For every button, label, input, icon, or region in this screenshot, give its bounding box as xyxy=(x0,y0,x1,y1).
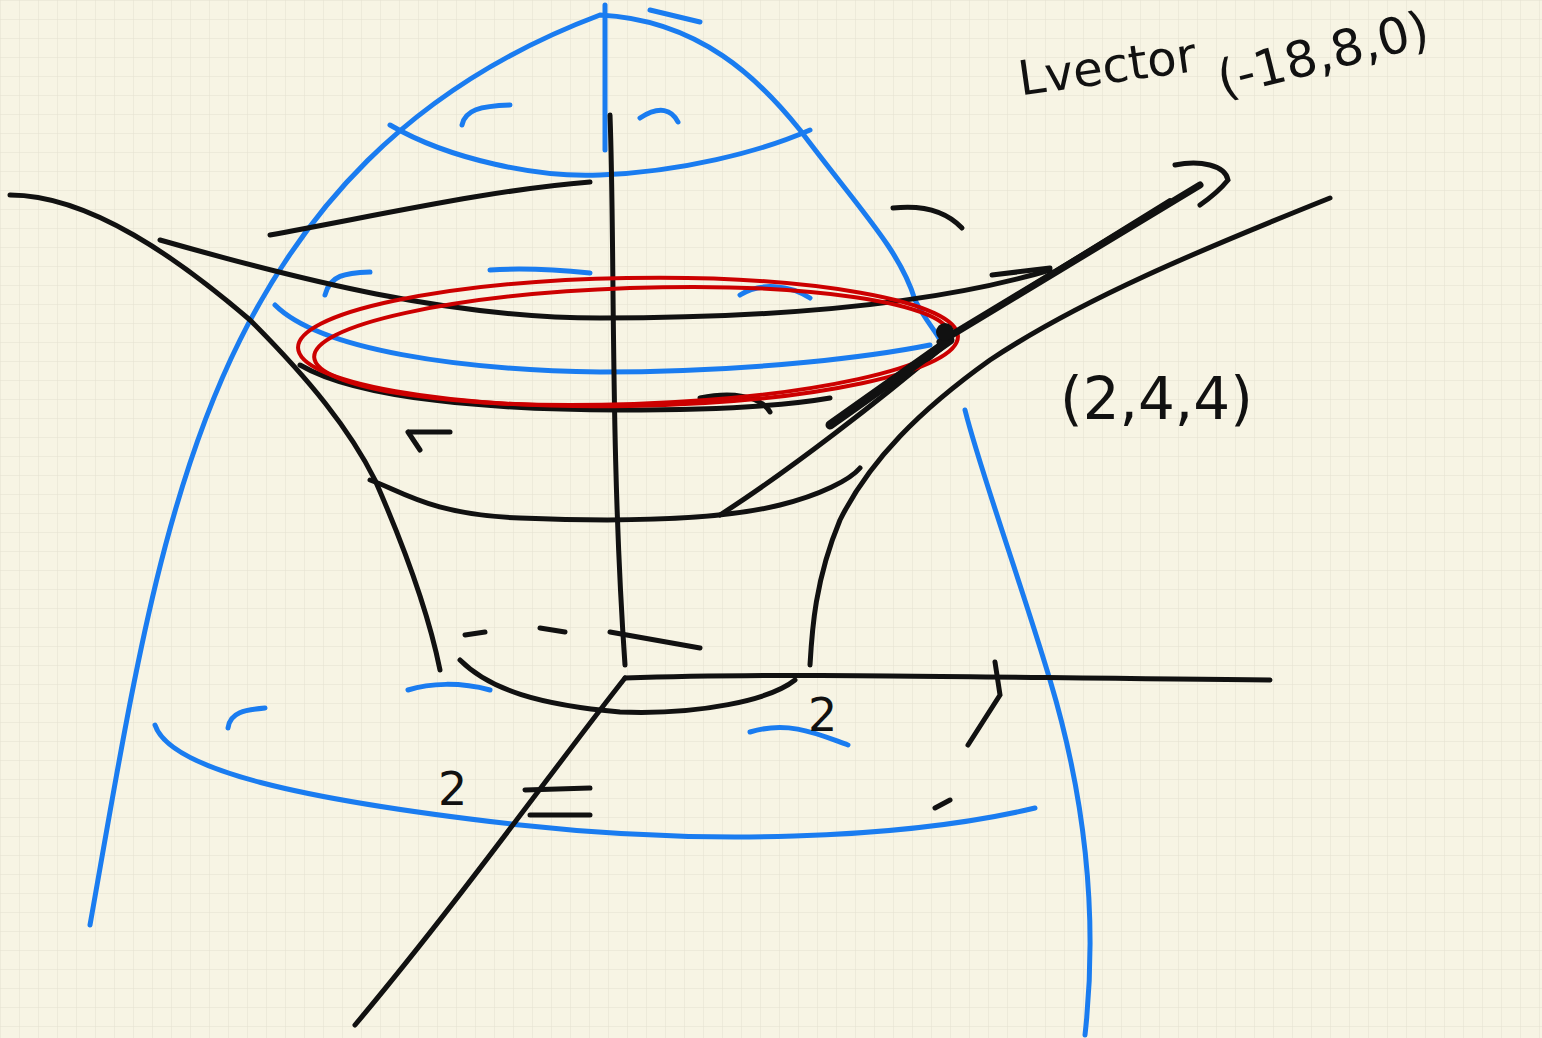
math-label: 2 xyxy=(438,766,467,812)
math-label: (2,4,4) xyxy=(1060,370,1253,428)
math-label: 2 xyxy=(808,692,837,738)
